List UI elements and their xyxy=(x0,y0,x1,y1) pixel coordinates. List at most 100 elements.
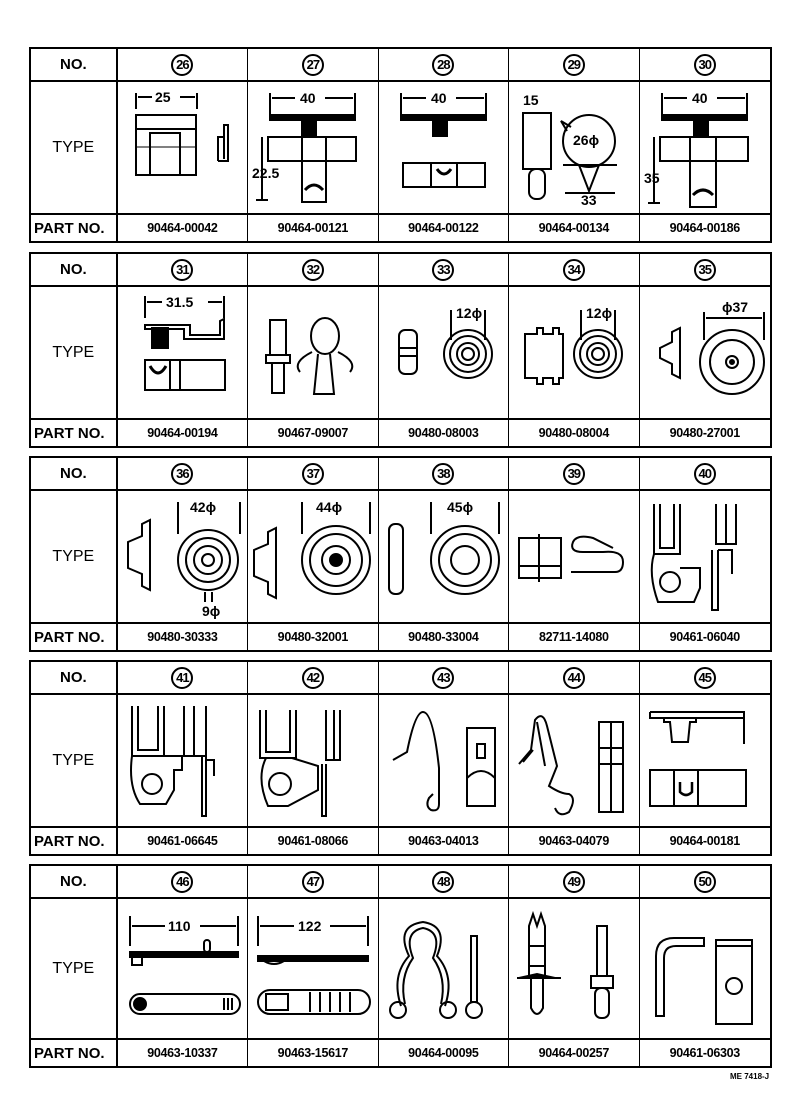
part-number: 90464-00121 xyxy=(277,221,349,235)
clip-26-icon: 25 xyxy=(118,82,249,213)
svg-text:122: 122 xyxy=(298,918,322,934)
terminal-41-icon xyxy=(118,695,249,826)
no-label: NO. xyxy=(31,458,118,489)
item-number: 28 xyxy=(432,53,455,76)
svg-text:44ϕ: 44ϕ xyxy=(316,499,342,515)
clip-45-icon xyxy=(640,695,770,826)
clip-27-icon: 40 22.5 xyxy=(248,82,379,213)
part-number: 90464-00257 xyxy=(538,1046,610,1060)
grommet-33-icon: 12ϕ xyxy=(379,287,510,418)
parts-table-5: NO. 46 47 48 49 50 TYPE 110 122 xyxy=(29,864,772,1068)
item-number: 39 xyxy=(562,462,585,485)
document-code: ME 7418-J xyxy=(730,1072,770,1081)
item-number: 41 xyxy=(171,666,194,689)
band-47-icon: 122 xyxy=(248,899,379,1038)
clip-29-icon: 15 26ϕ 33 xyxy=(509,82,640,213)
part-number: 90467-09007 xyxy=(277,426,349,440)
svg-text:ϕ37: ϕ37 xyxy=(722,299,748,315)
item-number: 47 xyxy=(301,870,324,893)
type-label: TYPE xyxy=(31,287,118,418)
type-label: TYPE xyxy=(31,491,118,622)
clip-32-icon xyxy=(248,287,379,418)
part-number: 90461-06040 xyxy=(669,630,741,644)
part-number: 90464-00181 xyxy=(669,834,741,848)
grommet-36-icon: 42ϕ 9ϕ xyxy=(118,491,249,622)
part-number: 90480-08004 xyxy=(538,426,610,440)
part-number: 90480-27001 xyxy=(669,426,741,440)
item-number: 27 xyxy=(301,53,324,76)
spring-clip-44-icon xyxy=(509,695,640,826)
svg-text:40: 40 xyxy=(431,90,447,106)
parts-table-1: NO. 26 27 28 29 30 TYPE 25 40 xyxy=(29,47,772,243)
item-number: 43 xyxy=(432,666,455,689)
item-number: 46 xyxy=(171,870,194,893)
clip-28-icon: 40 xyxy=(379,82,510,213)
item-number: 40 xyxy=(693,462,716,485)
part-number: 90480-32001 xyxy=(277,630,349,644)
push-clip-49-icon xyxy=(509,899,640,1038)
clip-31-icon: 31.5 xyxy=(118,287,249,418)
grommet-37-icon: 44ϕ xyxy=(248,491,379,622)
type-label: TYPE xyxy=(31,82,118,213)
item-number: 33 xyxy=(432,258,455,281)
part-number: 90464-00122 xyxy=(408,221,479,235)
header-row: NO. 26 27 28 29 30 xyxy=(31,49,770,82)
part-number: 90464-00186 xyxy=(669,221,741,235)
part-no-label: PART NO. xyxy=(31,420,118,446)
item-number: 37 xyxy=(301,462,324,485)
wire-clip-48-icon xyxy=(379,899,510,1038)
parts-table-4: NO. 41 42 43 44 45 TYPE xyxy=(29,660,772,856)
svg-text:33: 33 xyxy=(581,192,597,208)
no-label: NO. xyxy=(31,254,118,285)
item-number: 32 xyxy=(301,258,324,281)
svg-text:40: 40 xyxy=(692,90,708,106)
svg-text:110: 110 xyxy=(168,918,191,934)
clip-30-icon: 40 35 xyxy=(640,82,770,213)
svg-text:40: 40 xyxy=(300,90,316,106)
part-no-label: PART NO. xyxy=(31,1040,118,1066)
no-label: NO. xyxy=(31,866,118,897)
item-number: 44 xyxy=(562,666,585,689)
item-number: 50 xyxy=(693,870,716,893)
part-number: 90463-04079 xyxy=(538,834,610,848)
svg-text:42ϕ: 42ϕ xyxy=(190,499,216,515)
part-no-label: PART NO. xyxy=(31,624,118,650)
part-number: 90461-08066 xyxy=(277,834,349,848)
part-number: 90461-06645 xyxy=(147,834,218,848)
item-number: 31 xyxy=(171,258,194,281)
bracket-50-icon xyxy=(640,899,770,1038)
part-number: 90463-04013 xyxy=(408,834,479,848)
item-number: 38 xyxy=(432,462,455,485)
svg-text:45ϕ: 45ϕ xyxy=(447,499,473,515)
terminal-42-icon xyxy=(248,695,379,826)
part-number: 90463-10337 xyxy=(147,1046,218,1060)
svg-text:31.5: 31.5 xyxy=(166,294,193,310)
part-number: 90480-30333 xyxy=(147,630,218,644)
svg-text:12ϕ: 12ϕ xyxy=(456,305,482,321)
spring-clip-43-icon xyxy=(379,695,510,826)
part-number: 90464-00095 xyxy=(408,1046,479,1060)
no-label: NO. xyxy=(31,662,118,693)
part-number: 82711-14080 xyxy=(538,630,609,644)
item-number: 35 xyxy=(693,258,716,281)
item-number: 45 xyxy=(693,666,716,689)
svg-text:35: 35 xyxy=(644,170,660,186)
part-number: 90464-00042 xyxy=(147,221,218,235)
part-number-row: PART NO. 90464-00042 90464-00121 90464-0… xyxy=(31,215,770,241)
svg-text:12ϕ: 12ϕ xyxy=(586,305,612,321)
part-number: 90480-33004 xyxy=(408,630,479,644)
svg-text:9ϕ: 9ϕ xyxy=(202,603,220,619)
part-number: 90464-00194 xyxy=(147,426,218,440)
terminal-40-icon xyxy=(640,491,770,622)
band-46-icon: 110 xyxy=(118,899,249,1038)
parts-table-3: NO. 36 37 38 39 40 TYPE 42ϕ 9ϕ 44ϕ xyxy=(29,456,772,652)
item-number: 48 xyxy=(432,870,455,893)
no-label: NO. xyxy=(31,49,118,80)
item-number: 34 xyxy=(562,258,585,281)
type-row: TYPE 25 40 22.5 xyxy=(31,82,770,215)
part-number: 90480-08003 xyxy=(408,426,479,440)
grommet-35-icon: ϕ37 xyxy=(640,287,770,418)
item-number: 49 xyxy=(562,870,585,893)
svg-text:15: 15 xyxy=(523,92,539,108)
part-number: 90464-00134 xyxy=(538,221,610,235)
